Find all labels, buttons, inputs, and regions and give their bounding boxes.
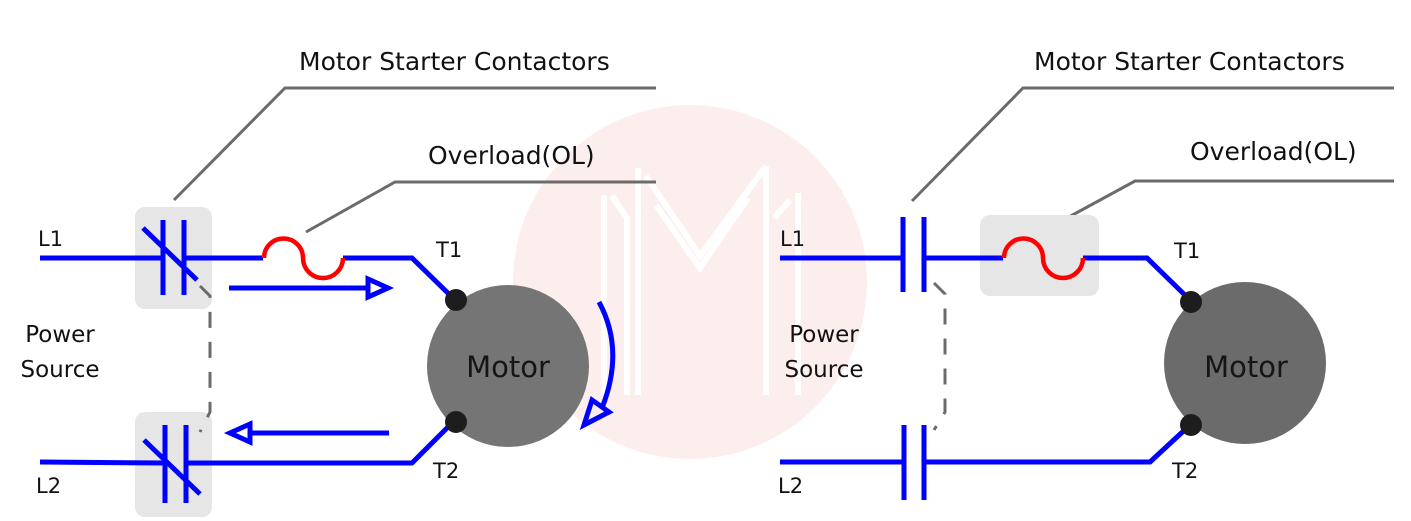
overload-symbol [1001, 236, 1086, 281]
terminal-t2-label: T2 [1171, 459, 1198, 483]
contactors-label: Motor Starter Contactors [1034, 47, 1345, 76]
panel-right: Motor Starter Contactors Overload(OL) L1… [778, 47, 1394, 500]
line1-label: L1 [780, 227, 805, 251]
overload-label: Overload(OL) [428, 141, 595, 170]
motor-tint [427, 285, 589, 447]
wire-l2-to-t2 [924, 423, 1192, 465]
terminal-t1-dot [445, 289, 467, 311]
terminal-t2-dot [1180, 414, 1202, 436]
terminal-t1-label: T1 [1173, 239, 1200, 263]
terminal-t1-label: T1 [435, 238, 462, 262]
overload-leader-line [1044, 179, 1394, 232]
contactors-leader-line [172, 86, 656, 202]
m-logo-icon [601, 164, 801, 395]
no-contact-top [900, 217, 927, 292]
contactor-highlight-box-bottom [135, 412, 212, 517]
line2-label: L2 [36, 474, 61, 498]
terminal-t2-label: T2 [432, 459, 459, 483]
line2-label: L2 [778, 474, 803, 498]
overload-label: Overload(OL) [1190, 137, 1357, 166]
wire-overload-to-t1 [1083, 255, 1192, 302]
motor-body [1164, 282, 1326, 444]
mechanical-link-dashed [198, 284, 212, 433]
rotation-arrow [579, 300, 616, 431]
watermark-logo [513, 105, 867, 459]
terminal-t1-dot [1180, 291, 1202, 313]
power-source-label-line1: Power [25, 322, 95, 348]
mechanical-link-dashed [932, 281, 947, 431]
power-source-label-line1: Power [789, 322, 859, 348]
terminal-t2-dot [445, 411, 467, 433]
current-flow-arrow-left [223, 420, 389, 446]
contactors-label: Motor Starter Contactors [299, 47, 610, 76]
overload-symbol [261, 236, 346, 281]
nc-contact-bottom [142, 425, 202, 503]
power-source-label-line2: Source [785, 357, 864, 383]
line1-label: L1 [38, 227, 63, 251]
panel-left: Motor Starter Contactors Overload(OL) L1… [21, 47, 656, 517]
motor-label: Motor [1204, 350, 1288, 384]
wire-overload-to-t1 [343, 255, 457, 302]
current-flow-arrow-right [229, 275, 395, 301]
power-source-label-line2: Source [21, 357, 100, 383]
wire-l2-input [39, 459, 164, 466]
wire-l2-to-t2 [184, 418, 457, 466]
contactors-leader-line [910, 86, 1394, 203]
no-contact-bottom [901, 425, 927, 500]
nc-contact-top [141, 220, 199, 295]
motor-label: Motor [466, 350, 550, 384]
motor-body [427, 285, 589, 447]
overload-leader-line [305, 180, 656, 234]
